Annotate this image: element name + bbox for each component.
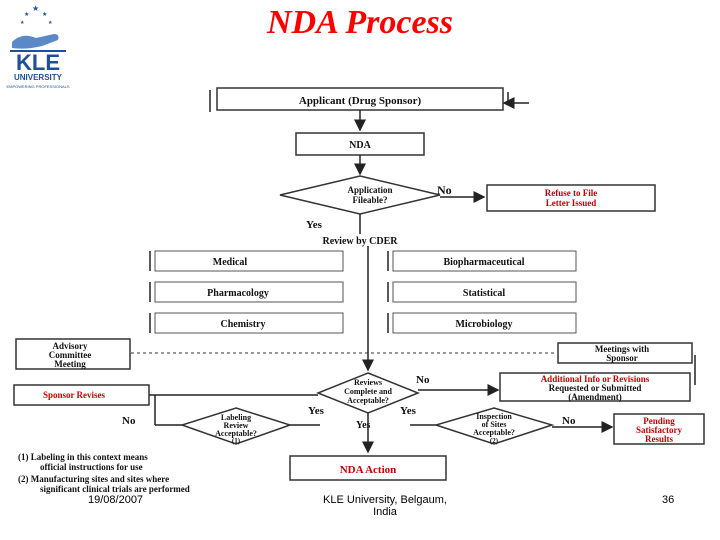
hand-icon bbox=[12, 34, 59, 49]
nda-label: NDA bbox=[349, 140, 371, 151]
reviews-line2: Complete and bbox=[344, 387, 392, 396]
pending-line2: Satisfactory bbox=[636, 425, 682, 435]
inspection-line2: of Sites bbox=[482, 420, 507, 429]
discipline-medical-label: Medical bbox=[213, 257, 248, 268]
logo-name: KLE bbox=[16, 50, 60, 75]
discipline-statistical-label: Statistical bbox=[463, 288, 505, 299]
meetings-line2: Sponsor bbox=[606, 353, 638, 363]
pending-line3: Results bbox=[645, 434, 673, 444]
discipline-pharmacology-label: Pharmacology bbox=[207, 288, 269, 299]
discipline-chemistry-label: Chemistry bbox=[221, 319, 266, 330]
yes-center-label: Yes bbox=[356, 420, 371, 431]
svg-text:★: ★ bbox=[20, 20, 25, 26]
labeling-line4: (1) bbox=[232, 437, 241, 445]
applicant-box: Applicant (Drug Sponsor) bbox=[216, 87, 504, 111]
additional-line2: Requested or Submitted bbox=[549, 383, 642, 393]
labeling-line3: Acceptable? bbox=[215, 429, 257, 438]
note2-line1: (2) Manufacturing sites and sites where bbox=[18, 474, 169, 484]
footer-date: 19/08/2007 bbox=[88, 494, 144, 506]
discipline-biopharm-label: Biopharmaceutical bbox=[443, 257, 524, 268]
discipline-microbiology-label: Microbiology bbox=[455, 319, 512, 330]
logo-tagline: EMPOWERING PROFESSIONALS bbox=[6, 84, 69, 89]
svg-text:★: ★ bbox=[42, 11, 47, 18]
labeling-diamond: Labeling Review Acceptable? (1) bbox=[179, 407, 293, 445]
discipline-statistical: Statistical bbox=[392, 281, 577, 303]
review-cder-label: Review by CDER bbox=[323, 236, 399, 247]
yes1-label: Yes bbox=[306, 219, 323, 231]
yes-right-label: Yes bbox=[400, 405, 417, 417]
pending-box: Pending Satisfactory Results bbox=[613, 413, 705, 445]
kle-logo: ★ ★ ★ ★ ★ KLE UNIVERSITY EMPOWERING PROF… bbox=[2, 2, 74, 94]
inspection-line4: (2) bbox=[490, 437, 499, 445]
slide-title: NDA Process bbox=[266, 4, 454, 41]
discipline-microbiology: Microbiology bbox=[392, 312, 577, 334]
no-labeling-label: No bbox=[122, 415, 136, 427]
svg-text:★: ★ bbox=[48, 20, 53, 26]
discipline-pharmacology: Pharmacology bbox=[154, 281, 344, 303]
refuse-box: Refuse to File Letter Issued bbox=[486, 184, 656, 212]
fileable-diamond: Application Fileable? bbox=[279, 175, 441, 215]
refuse-line1: Refuse to File bbox=[545, 188, 597, 198]
meetings-box: Meetings with Sponsor bbox=[557, 342, 693, 364]
svg-text:★: ★ bbox=[24, 11, 29, 18]
discipline-chemistry: Chemistry bbox=[154, 312, 344, 334]
nda-action-box: NDA Action bbox=[289, 455, 447, 481]
no-fileable-label: No bbox=[437, 183, 452, 197]
no-reviews-label: No bbox=[416, 374, 430, 386]
stars-icon: ★ ★ ★ ★ ★ bbox=[20, 4, 53, 26]
additional-line3: (Amendment) bbox=[568, 392, 622, 402]
discipline-biopharm: Biopharmaceutical bbox=[392, 250, 577, 272]
advisory-line3: Meeting bbox=[54, 359, 86, 369]
refuse-line2: Letter Issued bbox=[546, 198, 597, 208]
labeling-line1: Labeling bbox=[221, 413, 251, 422]
footnotes: (1) Labeling in this context means offic… bbox=[18, 452, 190, 494]
labeling-line2: Review bbox=[224, 421, 249, 430]
no-inspection-label: No bbox=[562, 415, 576, 427]
note1-line1: (1) Labeling in this context means bbox=[18, 452, 148, 462]
inspection-line1: Inspection bbox=[476, 412, 512, 421]
footer-center: KLE University, Belgaum, India bbox=[323, 494, 447, 518]
fileable-line1: Application bbox=[347, 185, 392, 195]
pending-line1: Pending bbox=[643, 416, 675, 426]
fileable-line2: Fileable? bbox=[353, 195, 388, 205]
note2-line2: significant clinical trials are performe… bbox=[40, 484, 190, 494]
meetings-line1: Meetings with bbox=[595, 344, 649, 354]
nda-action-label: NDA Action bbox=[340, 464, 397, 476]
sponsor-revises-label: Sponsor Revises bbox=[43, 390, 106, 400]
advisory-box: Advisory Committee Meeting bbox=[15, 338, 131, 370]
applicant-label: Applicant (Drug Sponsor) bbox=[299, 95, 422, 107]
kle-logo-graphic: ★ ★ ★ ★ ★ KLE UNIVERSITY EMPOWERING PROF… bbox=[6, 4, 69, 89]
yes-left-label: Yes bbox=[308, 405, 325, 417]
inspection-line3: Acceptable? bbox=[473, 428, 515, 437]
svg-text:★: ★ bbox=[32, 4, 39, 13]
note1-line2: official instructions for use bbox=[40, 462, 143, 472]
advisory-line1: Advisory bbox=[52, 341, 88, 351]
sponsor-revises-box: Sponsor Revises bbox=[13, 384, 150, 406]
inspection-diamond: Inspection of Sites Acceptable? (2) bbox=[433, 407, 555, 445]
page-number: 36 bbox=[662, 494, 675, 506]
reviews-line3: Acceptable? bbox=[347, 396, 389, 405]
advisory-line2: Committee bbox=[49, 350, 91, 360]
additional-info-box: Additional Info or Revisions Requested o… bbox=[499, 372, 691, 402]
nda-box: NDA bbox=[295, 132, 425, 156]
discipline-medical: Medical bbox=[154, 250, 344, 272]
logo-sub: UNIVERSITY bbox=[14, 73, 63, 82]
additional-line1: Additional Info or Revisions bbox=[541, 374, 650, 384]
reviews-line1: Reviews bbox=[354, 378, 382, 387]
